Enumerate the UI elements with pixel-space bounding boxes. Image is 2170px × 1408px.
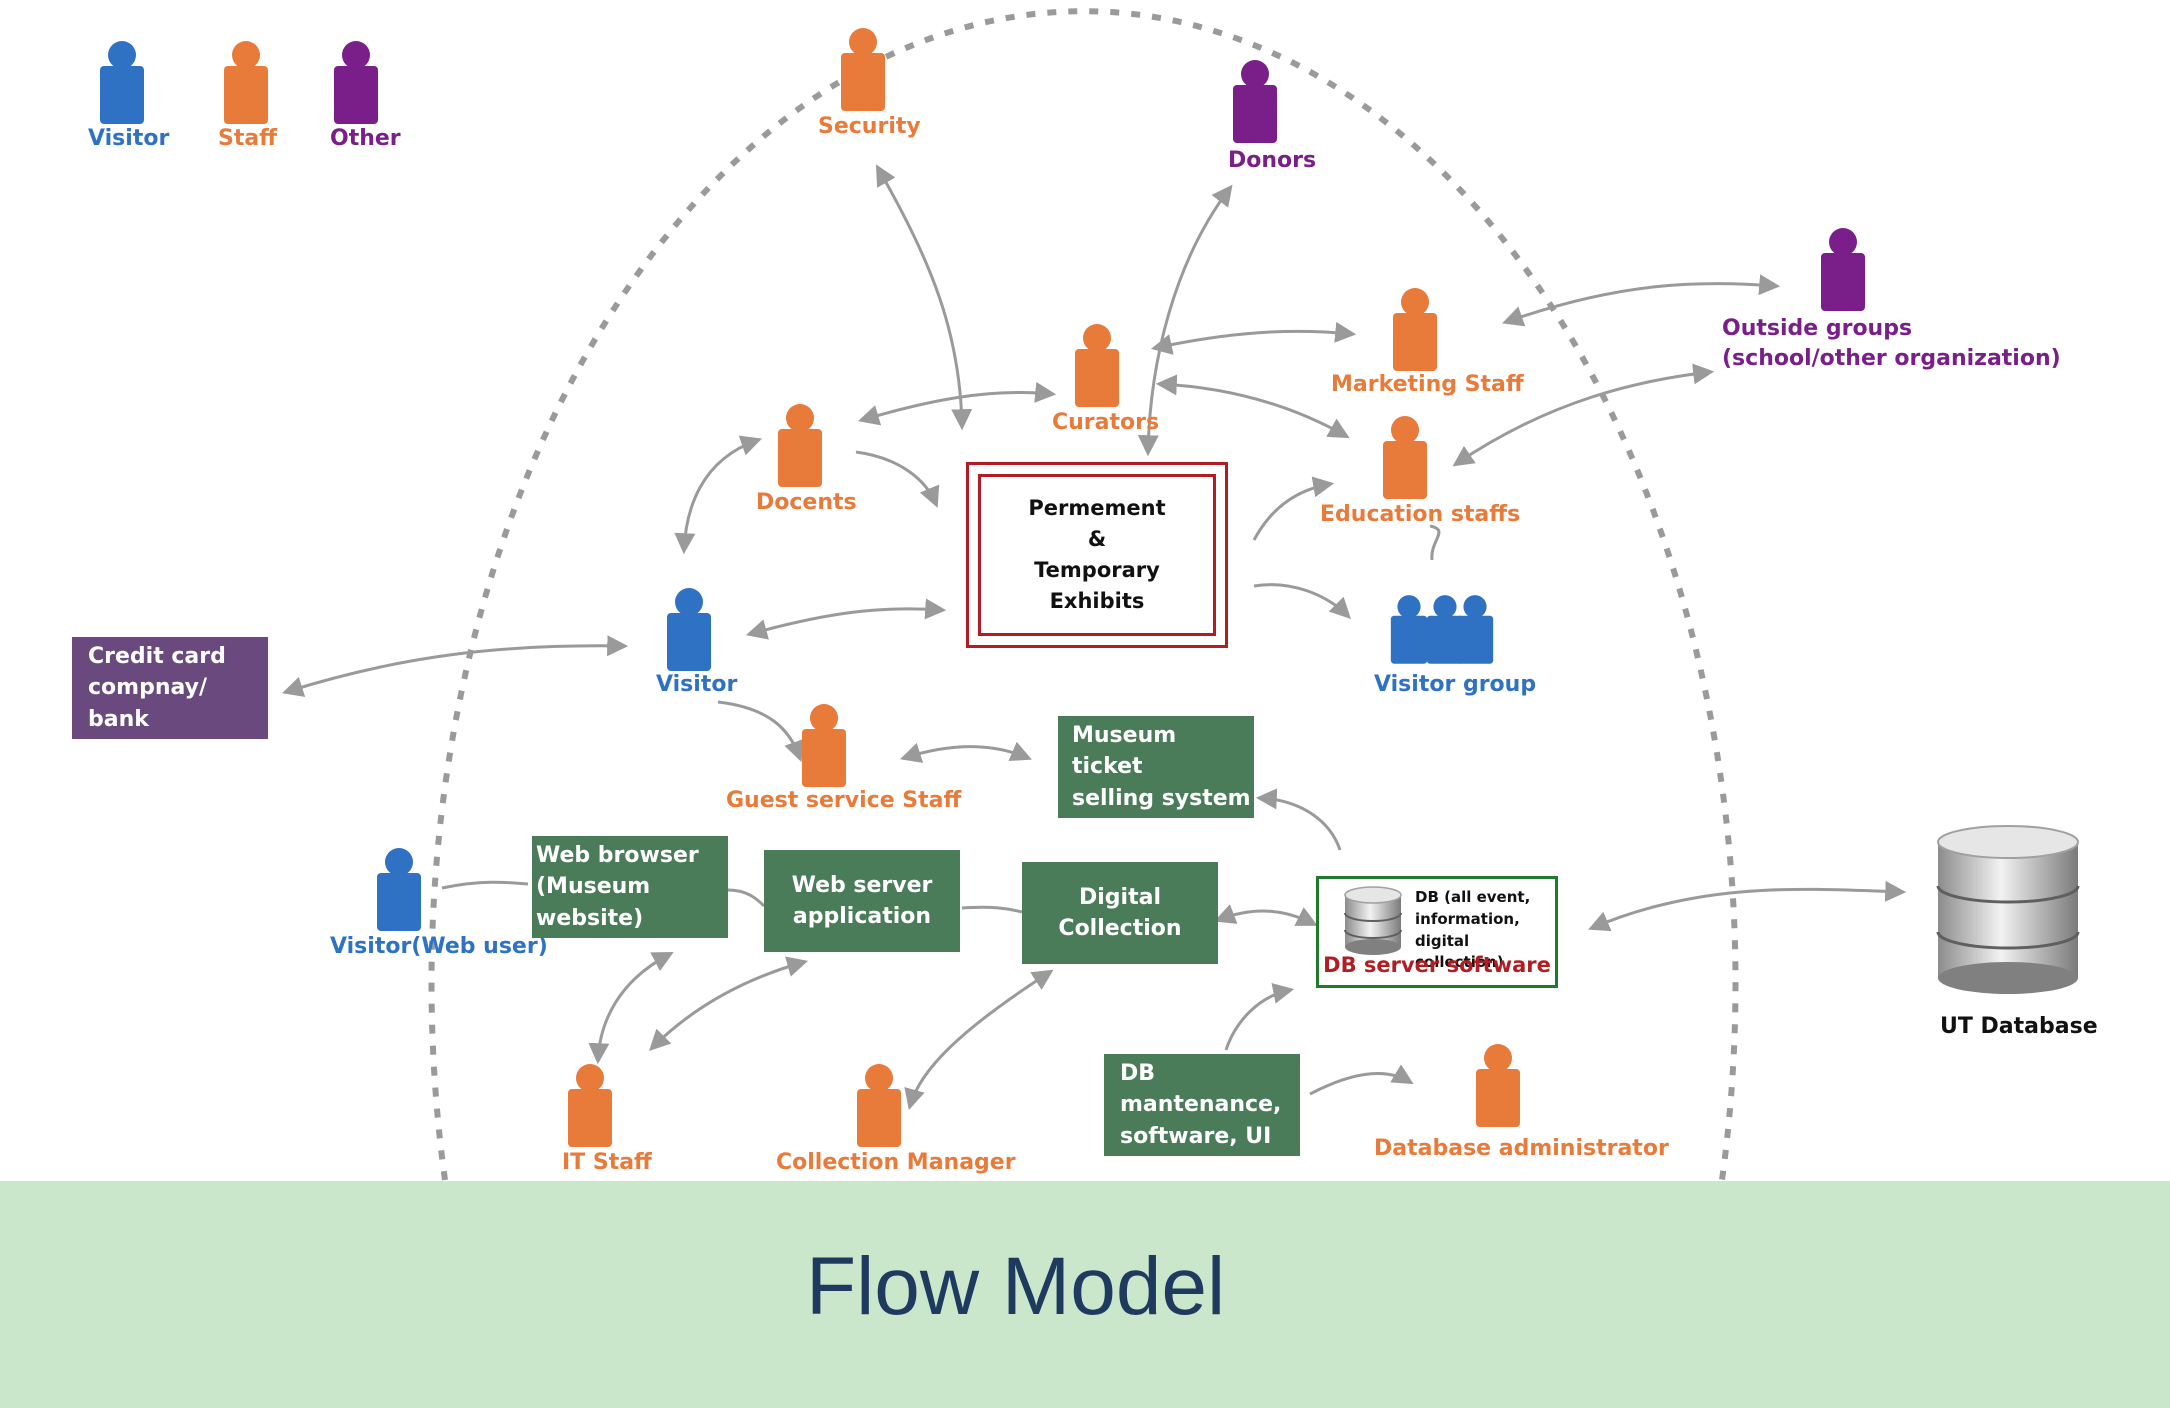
web-user-icon bbox=[377, 848, 421, 931]
curators-label: Curators bbox=[1052, 410, 1160, 435]
db-server-label: DB server software bbox=[1323, 953, 1551, 977]
ut-database-label: UT Database bbox=[1940, 1014, 2098, 1039]
exhibits-label: Permement & Temporary Exhibits bbox=[978, 474, 1216, 636]
guest-service-staff-label: Guest service Staff bbox=[726, 788, 962, 813]
footer-banner bbox=[0, 1181, 2170, 1408]
credit-card-bank-box: Credit card compnay/ bank bbox=[72, 637, 268, 739]
visitor-group-icon bbox=[1390, 595, 1494, 664]
visitor-group-label: Visitor group bbox=[1374, 672, 1537, 697]
exhibits-box: Permement & Temporary Exhibits bbox=[966, 462, 1228, 648]
legend-other-icon bbox=[334, 41, 378, 124]
outside-groups-label: Outside groups (school/other organizatio… bbox=[1722, 316, 2061, 371]
db-cylinder-icon bbox=[1344, 886, 1402, 955]
db-maintenance-box: DB mantenance, software, UI bbox=[1104, 1054, 1300, 1156]
page-title: Flow Model bbox=[806, 1241, 1226, 1332]
education-staffs-icon bbox=[1383, 416, 1427, 499]
db-server-box: DB (all event, information, digital coll… bbox=[1316, 876, 1558, 988]
docents-icon bbox=[778, 404, 822, 487]
outside-groups-icon bbox=[1821, 228, 1865, 311]
web-browser-box: Web browser (Museum website) bbox=[532, 836, 728, 938]
legend-staff-label: Staff bbox=[218, 126, 278, 151]
flow-connectors bbox=[281, 164, 1907, 1111]
it-staff-icon bbox=[568, 1064, 612, 1147]
database-administrator-icon bbox=[1476, 1044, 1520, 1127]
it-staff-label: IT Staff bbox=[562, 1150, 652, 1175]
marketing-staff-label: Marketing Staff bbox=[1331, 372, 1524, 397]
database-administrator-label: Database administrator bbox=[1374, 1136, 1669, 1161]
system-boundary bbox=[428, 8, 1739, 1181]
donors-icon bbox=[1233, 60, 1277, 143]
education-staffs-label: Education staffs bbox=[1320, 502, 1521, 527]
security-label: Security bbox=[818, 114, 921, 139]
legend-other-label: Other bbox=[330, 126, 401, 151]
ticket-system-box: Museum ticket selling system bbox=[1058, 716, 1254, 818]
visitor-label: Visitor bbox=[656, 672, 738, 697]
marketing-staff-icon bbox=[1393, 288, 1437, 371]
security-icon bbox=[841, 28, 885, 111]
collection-manager-label: Collection Manager bbox=[776, 1150, 1016, 1175]
digital-collection-box: Digital Collection bbox=[1022, 862, 1218, 964]
legend-staff-icon bbox=[224, 41, 268, 124]
web-user-label: Visitor(Web user) bbox=[330, 934, 548, 959]
donors-label: Donors bbox=[1228, 148, 1317, 173]
guest-service-staff-icon bbox=[802, 704, 846, 787]
ut-database-icon bbox=[1936, 825, 2080, 994]
web-server-box: Web server application bbox=[764, 850, 960, 952]
db-description: DB (all event, information, digital coll… bbox=[1415, 888, 1531, 972]
visitor-icon bbox=[667, 588, 711, 671]
curators-icon bbox=[1075, 324, 1119, 407]
collection-manager-icon bbox=[857, 1064, 901, 1147]
legend-visitor-label: Visitor bbox=[88, 126, 170, 151]
legend-visitor-icon bbox=[100, 41, 144, 124]
docents-label: Docents bbox=[756, 490, 857, 515]
